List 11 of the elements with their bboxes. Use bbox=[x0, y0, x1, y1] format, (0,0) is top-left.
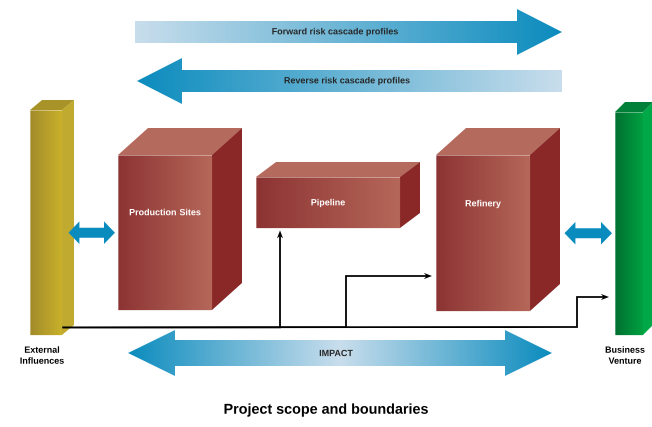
node-label: External Influences bbox=[20, 346, 64, 364]
impact-arrow: IMPACT bbox=[320, 350, 353, 356]
banner-arrow: Reverse risk cascade profiles bbox=[284, 76, 410, 86]
banner-arrow: Forward risk cascade profiles bbox=[272, 28, 398, 36]
pillar: External Influences bbox=[20, 100, 74, 364]
block: Refinery bbox=[436, 128, 560, 312]
block: Pipeline bbox=[256, 162, 420, 228]
block: Production Sites bbox=[118, 128, 242, 310]
pillar: Business Venture bbox=[606, 102, 652, 364]
title: Project scope and boundaries bbox=[224, 403, 428, 417]
node-label: Business Venture bbox=[606, 346, 645, 364]
